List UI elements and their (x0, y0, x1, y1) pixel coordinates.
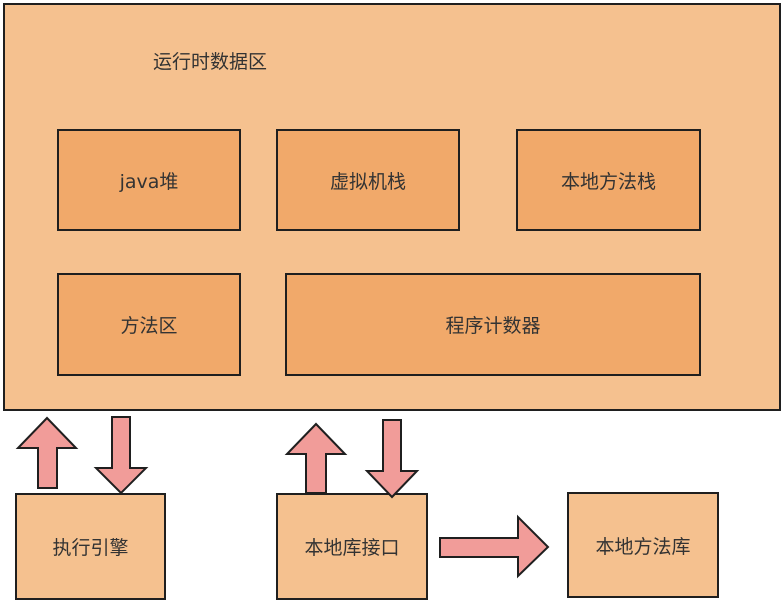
engine-up-arrow (15, 416, 79, 489)
execution-engine-box: 执行引擎 (15, 493, 166, 600)
native-interface-box: 本地库接口 (276, 493, 428, 600)
interface-to-library-arrow (439, 514, 550, 579)
engine-down-arrow (93, 416, 149, 495)
interface-down-arrow (364, 419, 420, 499)
interface-up-arrow (284, 422, 348, 494)
method-area-box: 方法区 (57, 273, 241, 376)
vm-stack-box: 虚拟机栈 (276, 129, 460, 231)
java-heap-box: java堆 (57, 129, 241, 231)
native-library-box: 本地方法库 (567, 492, 719, 598)
program-counter-box: 程序计数器 (285, 273, 701, 376)
native-method-stack-box: 本地方法栈 (516, 129, 701, 231)
runtime-data-area-title: 运行时数据区 (153, 51, 268, 73)
